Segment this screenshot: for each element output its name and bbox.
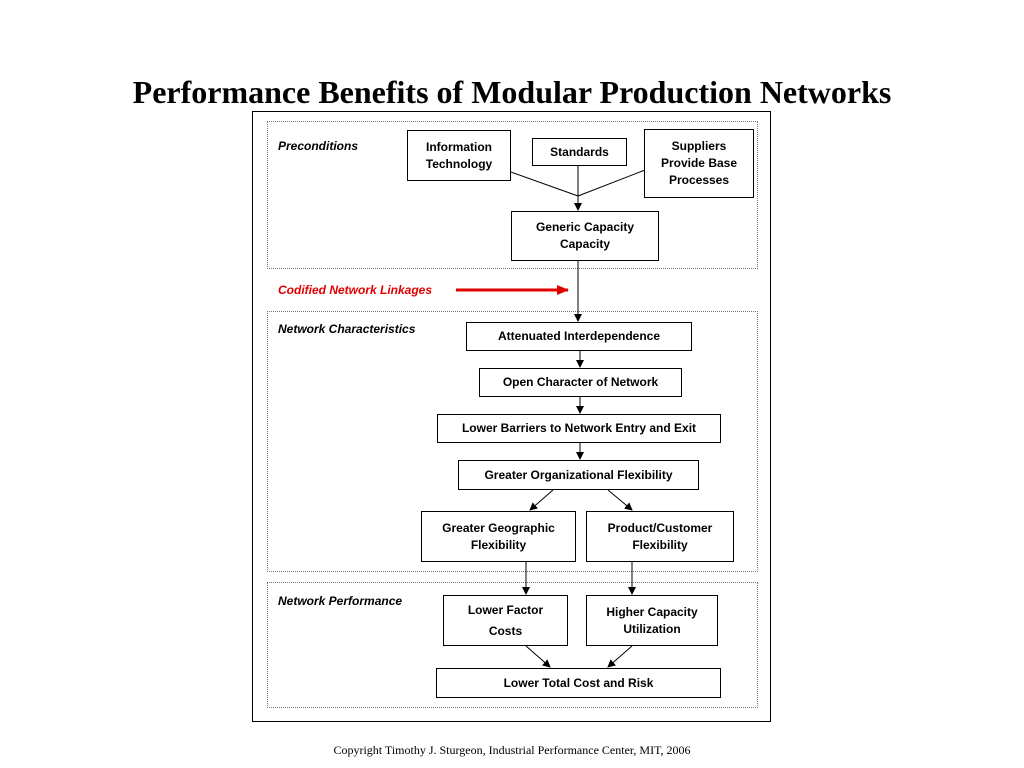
open-character-box: Open Character of Network — [479, 368, 682, 397]
preconditions-section — [267, 121, 758, 269]
network-characteristics-label: Network Characteristics — [278, 322, 416, 336]
lower-factor-costs-box: Lower Factor Costs — [443, 595, 568, 646]
information-technology-box: Information Technology — [407, 130, 511, 181]
slide-title: Performance Benefits of Modular Producti… — [132, 74, 892, 110]
standards-box: Standards — [532, 138, 627, 166]
higher-capacity-utilization-box: Higher Capacity Utilization — [586, 595, 718, 646]
suppliers-box: Suppliers Provide Base Processes — [644, 129, 754, 198]
codified-network-linkages-label: Codified Network Linkages — [278, 283, 433, 297]
network-performance-label: Network Performance — [278, 594, 403, 608]
lower-barriers-box: Lower Barriers to Network Entry and Exit — [437, 414, 721, 443]
organizational-flexibility-box: Greater Organizational Flexibility — [458, 460, 699, 490]
copyright-footer: Copyright Timothy J. Sturgeon, Industria… — [333, 743, 691, 757]
generic-capacity-box: Generic Capacity Capacity — [511, 211, 659, 261]
geographic-flexibility-box: Greater Geographic Flexibility — [421, 511, 576, 562]
preconditions-label: Preconditions — [278, 139, 359, 153]
network-characteristics-section — [267, 311, 758, 572]
product-customer-flexibility-box: Product/Customer Flexibility — [586, 511, 734, 562]
network-performance-section — [267, 582, 758, 708]
lower-total-cost-box: Lower Total Cost and Risk — [436, 668, 721, 698]
attenuated-interdependence-box: Attenuated Interdependence — [466, 322, 692, 351]
diagram-frame — [252, 111, 771, 722]
